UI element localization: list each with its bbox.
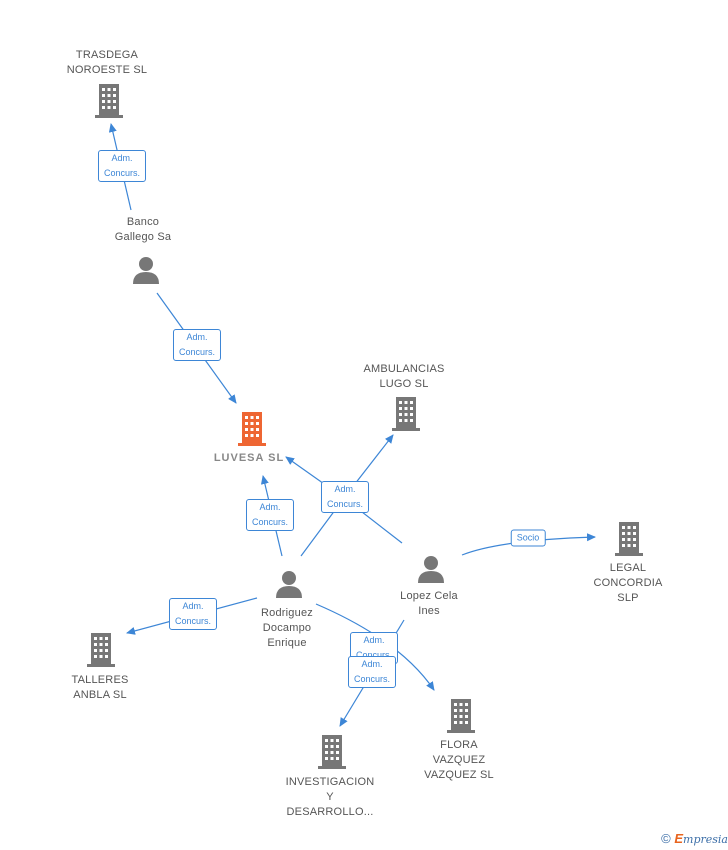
building-icon-ambulancias[interactable] — [392, 397, 420, 431]
node-label-legal: LEGAL CONCORDIA SLP — [593, 562, 663, 604]
edge-label-rodriguez-luvesa[interactable]: Adm. Concurs. — [245, 499, 295, 531]
node-label-flora: FLORA VAZQUEZ VAZQUEZ SL — [424, 739, 494, 781]
node-label-investigacion: INVESTIGACION Y DESARROLLO... — [285, 776, 375, 818]
node-label-trasdega: TRASDEGA NOROESTE SL — [66, 49, 148, 76]
node-label-lopez: Lopez Cela Ines — [400, 590, 458, 617]
building-icon-flora[interactable] — [447, 699, 475, 733]
building-icon-trasdega[interactable] — [95, 84, 123, 118]
brand-rest: mpresia — [683, 833, 728, 846]
brand-initial: E — [674, 831, 684, 846]
person-icon-lopez[interactable] — [417, 555, 445, 583]
building-icon-investigacion[interactable] — [318, 735, 346, 769]
edge-label-banco-trasdega[interactable]: Adm. Concurs. — [97, 150, 147, 182]
person-icon-rodriguez[interactable] — [275, 570, 303, 598]
node-label-rodriguez: Rodriguez Docampo Enrique — [261, 607, 313, 649]
building-icon-luvesa[interactable] — [238, 412, 266, 446]
node-label-banco: Banco Gallego Sa — [114, 216, 172, 243]
edge-label-rodriguez-talleres[interactable]: Adm. Concurs. — [168, 598, 218, 630]
person-icon-banco[interactable] — [132, 256, 160, 284]
building-icon-legal[interactable] — [615, 522, 643, 556]
edge-label-banco-luvesa[interactable]: Adm. Concurs. — [172, 329, 222, 361]
node-label-talleres: TALLERES ANBLA SL — [71, 674, 129, 701]
edge-label-lopez-legal[interactable]: Socio — [510, 529, 546, 547]
copyright-symbol: © — [661, 831, 671, 846]
edge-label-lopez-luvesa[interactable]: Adm. Concurs. — [320, 481, 370, 513]
node-label-ambulancias: AMBULANCIAS LUGO SL — [363, 363, 445, 390]
node-label-luvesa: LUVESA SL — [213, 452, 285, 464]
brand-logo: © Empresia — [661, 831, 728, 846]
edge-label-lopez-investigacion[interactable]: Adm. Concurs. — [347, 656, 397, 688]
building-icon-talleres[interactable] — [87, 633, 115, 667]
